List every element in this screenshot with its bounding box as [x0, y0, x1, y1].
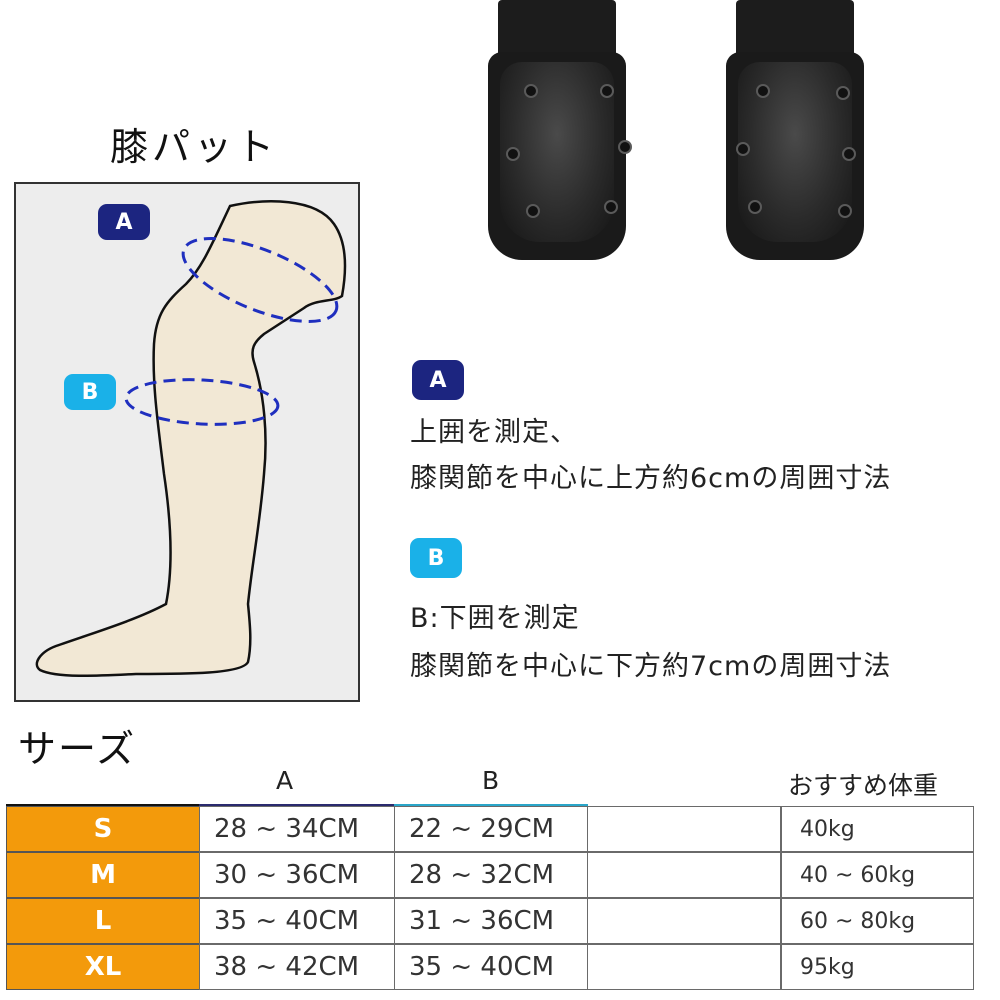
weight-cell: 95kg: [781, 944, 974, 990]
pad-shell: [488, 52, 632, 260]
column-header-a: A: [276, 766, 294, 795]
rivet-icon: [736, 142, 750, 156]
empty-cell: [587, 898, 781, 944]
rivet-icon: [604, 200, 618, 214]
leg-shape: [35, 200, 347, 678]
header-line-a: [199, 804, 395, 807]
knee-pad-left: [488, 0, 632, 262]
knee-pad-right: [726, 0, 864, 262]
rivet-icon: [506, 147, 520, 161]
velcro-strap: [736, 0, 854, 60]
table-row: M 30 ~ 36CM 28 ~ 32CM 40 ~ 60kg: [6, 852, 974, 898]
rivet-icon: [618, 140, 632, 154]
rivet-icon: [842, 147, 856, 161]
rivet-icon: [524, 84, 538, 98]
b-measure-cell: 28 ~ 32CM: [394, 852, 588, 898]
empty-cell: [587, 806, 781, 852]
explanation-b-line1: B:下囲を測定: [410, 603, 580, 634]
rivet-icon: [756, 84, 770, 98]
badge-b-icon: B: [64, 374, 116, 410]
rivet-icon: [836, 86, 850, 100]
size-chart-title: サーズ: [18, 727, 137, 771]
explanation-badge-b-icon: B: [410, 538, 462, 578]
header-line-size: [6, 804, 200, 807]
rivet-icon: [600, 84, 614, 98]
table-row: S 28 ~ 34CM 22 ~ 29CM 40kg: [6, 806, 974, 852]
table-row: L 35 ~ 40CM 31 ~ 36CM 60 ~ 80kg: [6, 898, 974, 944]
explanation-b-line2: 膝関節を中心に下方約7cmの周囲寸法: [410, 651, 892, 682]
size-cell: S: [6, 806, 200, 852]
column-header-b: B: [482, 766, 500, 795]
empty-cell: [587, 852, 781, 898]
table-row: XL 38 ~ 42CM 35 ~ 40CM 95kg: [6, 944, 974, 990]
weight-cell: 60 ~ 80kg: [781, 898, 974, 944]
a-measure-cell: 28 ~ 34CM: [199, 806, 395, 852]
pad-shell: [726, 52, 864, 260]
a-measure-cell: 38 ~ 42CM: [199, 944, 395, 990]
explanation-a-line1: 上囲を測定、: [410, 417, 578, 448]
leg-illustration: [35, 200, 347, 678]
velcro-strap: [498, 0, 616, 60]
b-measure-cell: 35 ~ 40CM: [394, 944, 588, 990]
rivet-icon: [526, 204, 540, 218]
measure-ring-b: [124, 378, 280, 426]
measure-ring-a: [181, 237, 339, 323]
rivet-icon: [748, 200, 762, 214]
leg-measurement-diagram: A B: [14, 182, 360, 702]
knee-pad-product-image: [480, 0, 880, 270]
diagram-title: 膝パット: [110, 125, 279, 169]
size-cell: L: [6, 898, 200, 944]
rivet-icon: [838, 204, 852, 218]
size-cell: M: [6, 852, 200, 898]
size-cell: XL: [6, 944, 200, 990]
a-measure-cell: 35 ~ 40CM: [199, 898, 395, 944]
a-measure-cell: 30 ~ 36CM: [199, 852, 395, 898]
header-line-b: [394, 804, 588, 807]
column-header-weight: おすすめ体重: [788, 771, 939, 800]
badge-a-icon: A: [98, 204, 150, 240]
weight-cell: 40 ~ 60kg: [781, 852, 974, 898]
empty-cell: [587, 944, 781, 990]
b-measure-cell: 22 ~ 29CM: [394, 806, 588, 852]
b-measure-cell: 31 ~ 36CM: [394, 898, 588, 944]
weight-cell: 40kg: [781, 806, 974, 852]
explanation-a-line2: 膝関節を中心に上方約6cmの周囲寸法: [410, 463, 892, 494]
explanation-badge-a-icon: A: [412, 360, 464, 400]
